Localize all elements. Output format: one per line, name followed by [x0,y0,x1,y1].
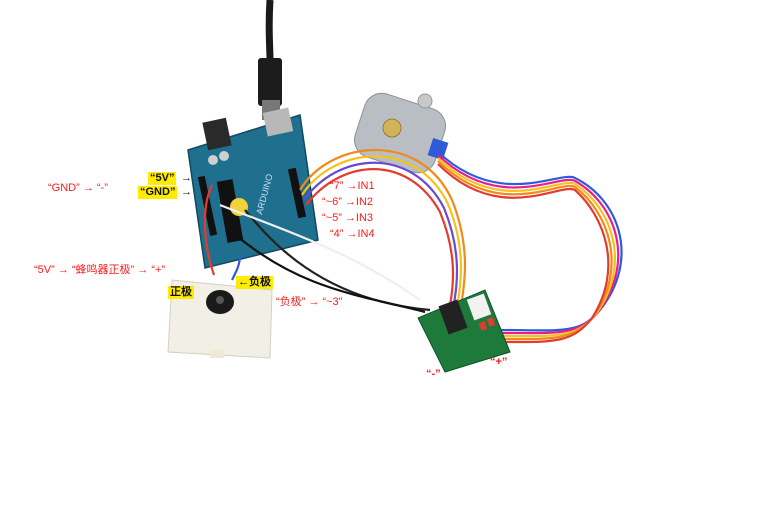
label-gnd: “GND” [138,186,178,199]
signal-wires [299,148,467,307]
label-in2: “~6” →IN2 [322,196,374,208]
label-negative-pole: ←负极 [236,276,273,289]
motor-cable [437,151,623,344]
label-in1: “7” →IN1 [330,180,375,192]
label-gnd-to-minus: “GND” → “-” [48,182,108,194]
label-5v: “5V” [148,172,177,185]
usb-cable [258,0,282,120]
label-positive-pole: 正极 [168,286,194,299]
power-wires [203,184,431,314]
arrow-gnd: → [181,186,192,198]
label-buzzer-positive-chain: “5V” → “蜂鸣器正极” → “+” [34,264,166,276]
stepper-motor [354,92,449,174]
label-driver-minus: “-” [426,368,441,380]
label-in3: “~5” →IN3 [322,212,374,224]
label-in4: “4” →IN4 [330,228,375,240]
buzzer [206,290,234,314]
arrow-5v: → [181,172,192,184]
driver-board [417,289,511,373]
label-driver-plus: “+” [490,356,508,368]
label-negative-to-3: “负极” → “~3” [276,296,343,308]
